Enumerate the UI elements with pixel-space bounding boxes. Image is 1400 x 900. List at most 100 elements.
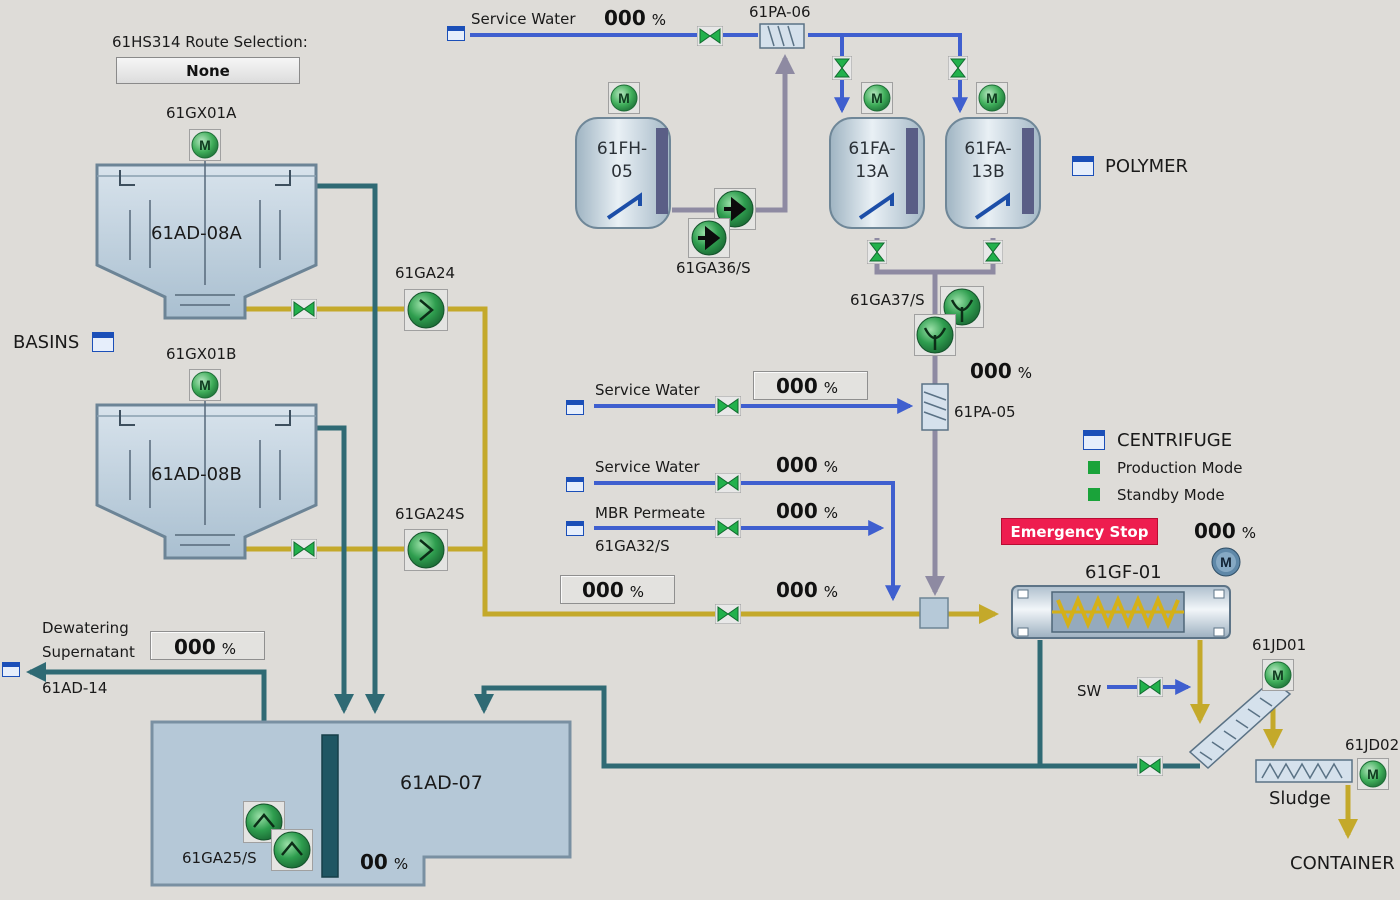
motor-61gx01b-icon[interactable]: M — [189, 369, 221, 401]
polymer-flow-value: 000% — [970, 361, 1032, 381]
pct-unit: % — [1241, 524, 1257, 542]
basin-61ad-08b — [95, 400, 318, 560]
pump-61ga37-b-icon[interactable] — [914, 314, 956, 356]
nav-centrifuge-link[interactable]: CENTRIFUGE — [1117, 430, 1233, 451]
nav-dewatering-icon[interactable] — [2, 662, 20, 677]
tag-61ad-08a: 61AD-08A — [151, 223, 242, 244]
valve-basin-a-outlet-icon[interactable] — [291, 299, 317, 319]
service-water-mid-value-box[interactable] — [753, 371, 868, 400]
standby-mode-indicator — [1088, 488, 1100, 501]
tag-61ga25s: 61GA25/S — [182, 849, 257, 867]
pct-unit: % — [629, 583, 645, 601]
motor-letter: M — [618, 90, 630, 106]
ad07-level-number: 00 — [360, 850, 388, 874]
screw-conveyor-61jd02-icon — [1255, 759, 1353, 783]
label-service-water-low: Service Water — [595, 458, 700, 476]
pump-61ga24-icon[interactable] — [404, 289, 448, 331]
mbr-permeate-value: 000% — [776, 501, 838, 521]
pct-unit: % — [823, 379, 839, 397]
centrifuge-61gf-01-icon — [1011, 585, 1231, 639]
valve-61fa-13b-outlet-icon[interactable] — [983, 240, 1003, 264]
tag-61jd01: 61JD01 — [1252, 636, 1307, 654]
centrifuge-value: 000% — [1194, 521, 1256, 541]
valve-61fa-13a-outlet-icon[interactable] — [867, 240, 887, 264]
screw-conveyor-61jd01-icon — [1188, 679, 1292, 770]
valve-61fa-13a-inlet-icon[interactable] — [832, 56, 852, 80]
label-container: CONTAINER — [1290, 853, 1395, 874]
motor-61fa-13b-icon[interactable]: M — [976, 82, 1008, 114]
tag-61fh-05: 61FH-05 — [584, 138, 660, 184]
tag-61ga24s: 61GA24S — [395, 505, 465, 523]
motor-61jd02-icon[interactable]: M — [1357, 758, 1389, 790]
nav-polymer-link[interactable]: POLYMER — [1105, 156, 1189, 177]
motor-61fh-05-icon[interactable]: M — [608, 82, 640, 114]
motor-61fa-13a-icon[interactable]: M — [861, 82, 893, 114]
nav-service-water-low-icon[interactable] — [566, 477, 584, 492]
nav-centrifuge-icon[interactable] — [1083, 430, 1105, 450]
service-water-low-number: 000 — [776, 453, 818, 477]
service-water-mid-number: 000 — [776, 374, 818, 398]
pump-61ga24s-icon[interactable] — [404, 529, 448, 571]
nav-mbr-permeate-icon[interactable] — [566, 521, 584, 536]
nav-basins-icon[interactable] — [92, 332, 114, 352]
label-service-water-mid: Service Water — [595, 381, 700, 399]
pct-unit: % — [651, 11, 667, 29]
dewatering-value-box[interactable] — [150, 631, 265, 660]
valve-basin-b-outlet-icon[interactable] — [291, 539, 317, 559]
valve-centrate-return-icon[interactable] — [1137, 756, 1163, 776]
tag-61fa-13a-line2: 13A — [855, 161, 889, 182]
label-sw: SW — [1077, 682, 1102, 700]
tag-61jd02: 61JD02 — [1345, 736, 1400, 754]
motor-letter: M — [1272, 667, 1284, 683]
tag-61fa-13b: 61FA-13B — [950, 138, 1026, 184]
tag-61gx01a: 61GX01A — [166, 104, 237, 122]
label-supernatant: Supernatant — [42, 643, 135, 661]
pct-unit: % — [221, 640, 237, 658]
valve-service-water-mid-icon[interactable] — [715, 396, 741, 416]
tag-61fa-13b-line1: 61FA- — [964, 139, 1012, 159]
nav-service-water-top-icon[interactable] — [447, 26, 465, 41]
feed-value-box[interactable] — [560, 575, 675, 604]
service-water-low-value: 000% — [776, 455, 838, 475]
valve-61fa-13b-inlet-icon[interactable] — [948, 56, 968, 80]
tag-61ad-08b: 61AD-08B — [151, 464, 242, 485]
route-selection-label: 61HS314 Route Selection: — [112, 33, 308, 51]
tag-61fh-05-line2: 05 — [611, 161, 633, 182]
valve-feed-line-icon[interactable] — [715, 604, 741, 624]
mix-box-icon — [919, 597, 949, 629]
tag-61pa-05: 61PA-05 — [954, 403, 1016, 421]
pct-unit: % — [823, 583, 839, 601]
motor-61gf-01-icon[interactable]: M — [1210, 546, 1242, 578]
feed-line-number: 000 — [776, 578, 818, 602]
tag-61ad-07: 61AD-07 — [400, 772, 483, 794]
feed-box-value: 000% — [582, 580, 644, 600]
service-water-top-number: 000 — [604, 6, 646, 30]
label-dewatering: Dewatering — [42, 619, 129, 637]
motor-letter: M — [871, 90, 883, 106]
tag-61ga36s: 61GA36/S — [676, 259, 751, 277]
tag-61ad-14: 61AD-14 — [42, 679, 108, 697]
motor-61gx01a-icon[interactable]: M — [189, 129, 221, 161]
tag-61fh-05-line1: 61FH- — [596, 139, 648, 159]
nav-polymer-icon[interactable] — [1072, 156, 1094, 176]
motor-letter: M — [199, 137, 211, 153]
valve-mbr-permeate-icon[interactable] — [715, 518, 741, 538]
tank-61fa-13a — [829, 117, 925, 229]
tag-61pa-06: 61PA-06 — [749, 3, 811, 21]
valve-service-water-top-icon[interactable] — [697, 26, 723, 46]
pump-61ga36-b-icon[interactable] — [688, 218, 730, 258]
emergency-stop-button[interactable]: Emergency Stop — [1001, 518, 1158, 545]
pump-61ga25-b-icon[interactable] — [271, 829, 313, 871]
motor-61jd01-icon[interactable]: M — [1262, 659, 1294, 691]
nav-service-water-mid-icon[interactable] — [566, 400, 584, 415]
valve-service-water-low-icon[interactable] — [715, 473, 741, 493]
dewatering-value: 000% — [174, 637, 236, 657]
pct-unit: % — [823, 458, 839, 476]
valve-sw-icon[interactable] — [1137, 677, 1163, 697]
tag-61ga32s: 61GA32/S — [595, 537, 670, 555]
pct-unit: % — [823, 504, 839, 522]
route-selection-button[interactable]: None — [116, 57, 300, 84]
feed-line-value: 000% — [776, 580, 838, 600]
nav-basins-link[interactable]: BASINS — [13, 332, 80, 353]
